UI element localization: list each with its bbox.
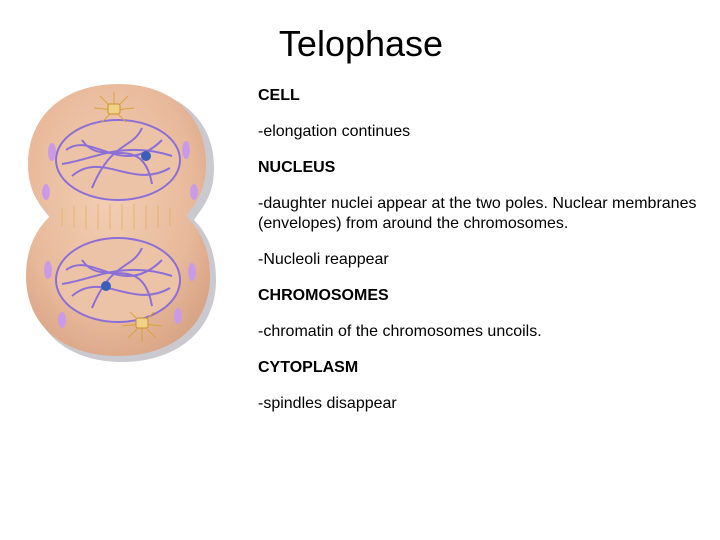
bottom-nucleus [55, 237, 181, 323]
top-nucleus [55, 119, 181, 201]
top-centrosome [93, 92, 135, 123]
top-nucleolus [141, 151, 151, 161]
top-chromatin [61, 127, 173, 189]
bottom-chromatin [61, 247, 173, 309]
text-cell: -elongation continues [258, 123, 411, 140]
bottom-centrosome [121, 311, 163, 342]
heading-cytoplasm: CYTOPLASM [258, 359, 359, 376]
slide-body: CELL -elongation continues NUCLEUS -daug… [258, 86, 698, 430]
text-cytoplasm: -spindles disappear [258, 395, 397, 412]
text-nucleus: -daughter nuclei appear at the two poles… [258, 195, 697, 232]
heading-chromosomes: CHROMOSOMES [258, 287, 389, 304]
vesicles [42, 141, 198, 328]
bottom-nucleolus [101, 281, 111, 291]
heading-nucleus: NUCLEUS [258, 159, 336, 176]
text-chromosomes: -chromatin of the chromosomes uncoils. [258, 323, 542, 340]
telophase-cell-illustration [26, 84, 216, 362]
text-nucleoli: -Nucleoli reappear [258, 251, 389, 268]
heading-cell: CELL [258, 87, 300, 104]
slide-title: Telophase [278, 23, 444, 64]
spindle-remnants [61, 204, 171, 230]
